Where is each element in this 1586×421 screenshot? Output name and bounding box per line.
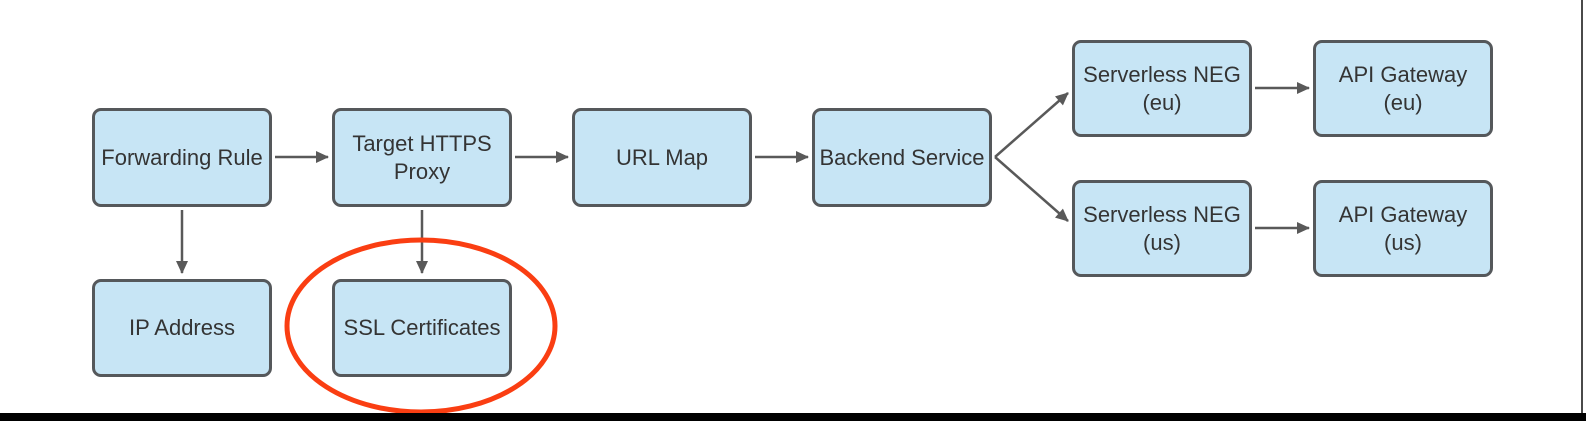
arrow-backend-service-to-serverless-neg-eu	[994, 92, 1069, 158]
node-label: Target HTTPS	[352, 130, 492, 156]
window-right-edge	[1581, 0, 1583, 415]
node-label: (us)	[1384, 229, 1422, 255]
node-forwarding-rule: Forwarding Rule	[92, 108, 272, 207]
node-label: (us)	[1143, 229, 1181, 255]
node-label: URL Map	[615, 144, 709, 170]
node-url-map: URL Map	[572, 108, 752, 207]
arrow-backend-service-to-serverless-neg-us	[994, 156, 1069, 222]
node-label: Proxy	[393, 158, 451, 184]
node-label: IP Address	[129, 315, 235, 340]
node-label: (eu)	[1383, 89, 1423, 115]
node-label: API Gateway	[1338, 61, 1468, 87]
node-ip-address: IP Address	[92, 279, 272, 377]
node-label: (eu)	[1142, 89, 1182, 115]
node-backend-service: Backend Service	[812, 108, 992, 207]
node-label: Serverless NEG	[1083, 201, 1241, 227]
node-serverless-neg-eu: Serverless NEG (eu)	[1072, 40, 1252, 137]
window-bottom-edge	[0, 413, 1586, 421]
node-label: Forwarding Rule	[101, 144, 263, 170]
node-api-gateway-eu: API Gateway (eu)	[1313, 40, 1493, 137]
node-label: SSL Certificates	[343, 315, 501, 340]
node-ssl-certificates: SSL Certificates	[332, 279, 512, 377]
node-label: API Gateway	[1338, 201, 1468, 227]
node-target-https-proxy: Target HTTPS Proxy	[332, 108, 512, 207]
node-label: Serverless NEG	[1083, 61, 1241, 87]
node-api-gateway-us: API Gateway (us)	[1313, 180, 1493, 277]
node-serverless-neg-us: Serverless NEG (us)	[1072, 180, 1252, 277]
highlight-ellipse	[284, 237, 558, 415]
node-label: Backend Service	[819, 144, 985, 170]
